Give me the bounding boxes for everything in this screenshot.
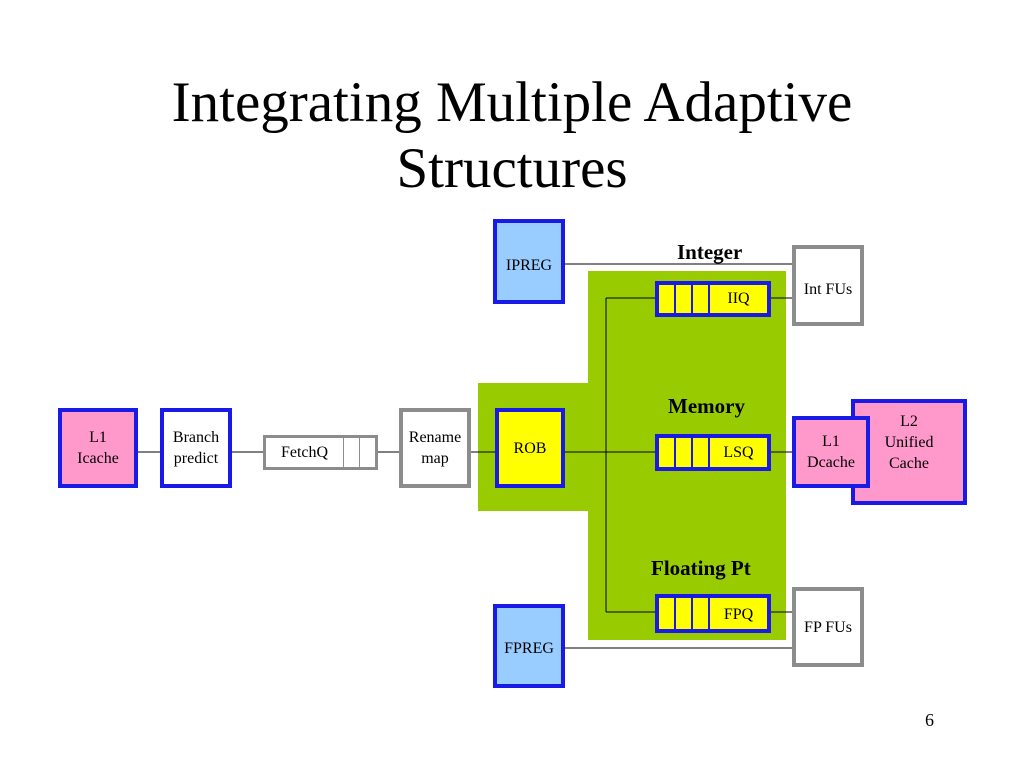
branch-predict-line2: predict: [173, 450, 219, 467]
l2-line3: Cache: [889, 455, 929, 472]
l1-dcache-line1: L1: [822, 433, 840, 450]
l2-line2: Unified: [884, 434, 934, 451]
fp-fus-label: FP FUs: [804, 618, 852, 636]
fpq-label: FPQ: [723, 606, 754, 623]
branch-predict-line1: Branch: [172, 429, 220, 446]
branch-predict-box: Branch predict: [160, 408, 232, 488]
iiq-slot: [676, 285, 693, 313]
page-number: 6: [925, 710, 934, 730]
fpq-slot: [693, 598, 710, 629]
ipreg-box: IPREG: [493, 219, 565, 304]
lsq-label: LSQ: [723, 443, 754, 461]
fetchq-slot: [359, 438, 375, 467]
rob-box: ROB: [495, 408, 565, 488]
rename-map-box: Rename map: [399, 408, 471, 488]
rob-label: ROB: [513, 440, 547, 457]
integer-label: Integer: [677, 240, 743, 264]
fetchq-slot: [343, 438, 359, 467]
title-line-2: Structures: [396, 137, 628, 200]
lsq-slot: [659, 438, 676, 467]
floating-pt-label: Floating Pt: [651, 556, 751, 580]
fpq-slot: [676, 598, 693, 629]
lsq-box: LSQ: [655, 434, 771, 471]
rename-map-line2: map: [421, 450, 449, 467]
l1-dcache-line2: Dcache: [807, 454, 855, 471]
memory-label: Memory: [668, 394, 745, 418]
rename-map-line1: Rename: [408, 429, 462, 446]
iiq-slot: [693, 285, 710, 313]
fetchq-label: FetchQ: [280, 443, 329, 461]
fetchq-box: FetchQ: [263, 435, 378, 470]
iiq-slot: [659, 285, 676, 313]
int-fus-box: Int FUs: [792, 245, 864, 326]
iiq-box: IIQ: [655, 281, 771, 317]
fpreg-label: FPREG: [504, 640, 554, 657]
fpreg-box: FPREG: [493, 604, 565, 688]
int-fus-label: Int FUs: [803, 281, 853, 298]
lsq-slot: [693, 438, 710, 467]
ipreg-label: IPREG: [505, 257, 553, 274]
fpq-slot: [659, 598, 676, 629]
l1-icache-line2: Icache: [77, 450, 119, 467]
fp-fus-box: FP FUs: [792, 587, 864, 667]
l1-icache-line1: L1: [89, 429, 107, 446]
fpq-box: FPQ: [655, 594, 771, 633]
lsq-slot: [676, 438, 693, 467]
title-line-1: Integrating Multiple Adaptive: [171, 71, 853, 134]
slide-title: Integrating Multiple Adaptive Structures: [0, 70, 1024, 202]
iiq-label: IIQ: [727, 290, 750, 307]
l2-line1: L2: [900, 413, 918, 430]
